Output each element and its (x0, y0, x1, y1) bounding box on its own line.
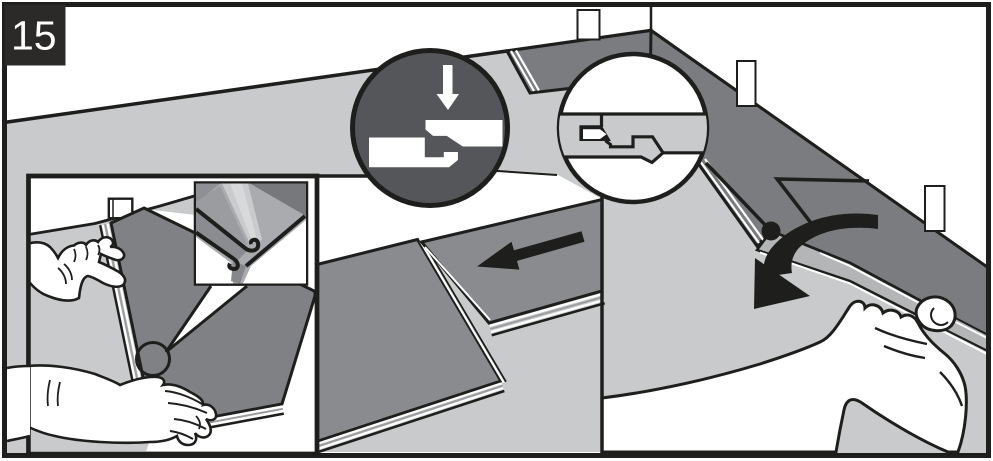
svg-text:15: 15 (11, 13, 57, 59)
